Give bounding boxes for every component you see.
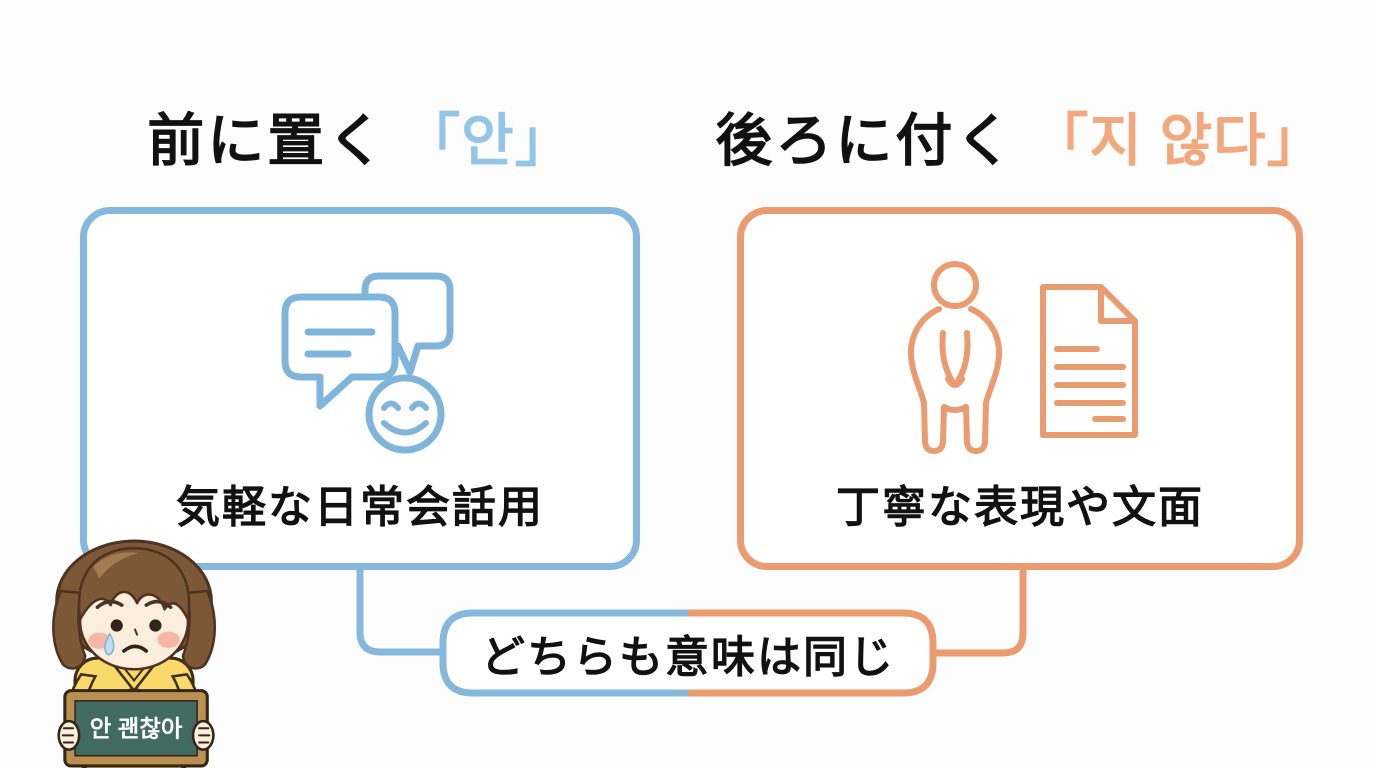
sad-mouth xyxy=(122,644,149,653)
right-blush xyxy=(157,631,180,648)
chalkboard xyxy=(74,700,198,757)
right-hand-fingers xyxy=(198,727,211,744)
left-panel-label: 気軽な日常会話用 xyxy=(176,483,544,532)
left-title: 前に置く「안」 xyxy=(60,108,660,174)
right-panel-icons xyxy=(895,258,1145,460)
smiley-right-eye xyxy=(409,400,429,411)
sad-girl-character: 안 괜찮아 xyxy=(52,539,216,768)
right-panel-label: 丁寧な表現や文面 xyxy=(836,483,1204,532)
smiley-mouth xyxy=(381,419,429,435)
bowing-person-icon xyxy=(907,261,1003,454)
right-panel-ji-anta: 丁寧な表現や文面 xyxy=(737,207,1303,570)
right-connector-line xyxy=(930,566,1027,657)
left-eyebrow xyxy=(95,599,124,609)
chalkboard-text: 안 괜찮아 xyxy=(90,715,183,741)
left-hand-fingers xyxy=(61,727,75,744)
politeness-icons xyxy=(907,261,1138,454)
document-icon xyxy=(1040,284,1138,438)
speech-bubbles-smiley-icon xyxy=(281,272,454,453)
right-title-korean: 「지 않다」 xyxy=(1031,109,1325,173)
pill-background xyxy=(443,613,933,693)
left-eye xyxy=(110,619,123,632)
left-connector-line xyxy=(356,566,446,656)
right-title: 後ろに付く「지 않다」 xyxy=(650,108,1376,174)
right-title-japanese: 後ろに付く xyxy=(715,109,1016,173)
tear-drop xyxy=(104,632,115,656)
pill-border-blue-half xyxy=(439,609,688,697)
smiley-icon xyxy=(365,374,445,453)
left-panel-an: 気軽な日常会話用 xyxy=(80,207,640,570)
nose xyxy=(134,628,139,636)
hair-highlight xyxy=(93,552,139,579)
right-eyebrow xyxy=(144,599,173,609)
left-title-korean: 「안」 xyxy=(403,109,573,173)
speech-bubble-right-icon xyxy=(361,272,454,375)
smiley-left-eye xyxy=(381,400,401,411)
left-title-japanese: 前に置く xyxy=(147,109,388,173)
bottom-banner-label: どちらも意味は同じ xyxy=(481,633,895,682)
right-eye xyxy=(149,619,162,632)
left-panel-icons xyxy=(260,258,460,460)
pill-border-orange-half xyxy=(688,609,937,697)
